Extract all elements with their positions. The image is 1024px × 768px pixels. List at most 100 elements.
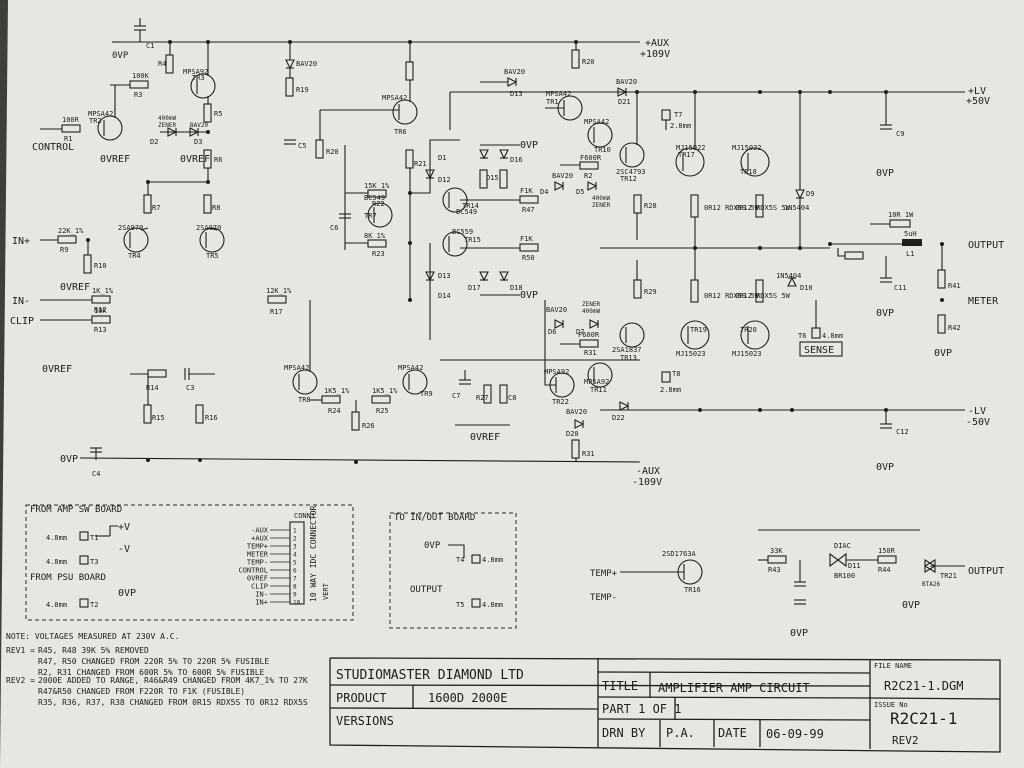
d19-type: BAV20 (504, 68, 525, 76)
company-name: STUDIOMASTER DIAMOND LTD (336, 668, 524, 683)
tr18-label: TR18 (740, 168, 757, 176)
conn-title: CONN1 (294, 512, 315, 520)
rail-pos-aux-voltage: +109V (640, 49, 670, 60)
r20-label: R20 (326, 148, 339, 156)
conn-pin-number: 4 (293, 552, 297, 559)
r3-label: R3 (134, 91, 142, 99)
d11-label: D11 (848, 562, 861, 570)
zero-vref-b: 0VREF (180, 154, 210, 165)
tr7-type: BC549 (364, 194, 385, 202)
tr22-label: TR22 (552, 398, 569, 406)
conn-pin-number: 3 (293, 544, 297, 551)
file-name-value: R2C21-1.DGM (884, 679, 963, 693)
voltage-note: NOTE: VOLTAGES MEASURED AT 230V A.C. (6, 632, 179, 641)
tr2-label: TR2 (89, 117, 102, 125)
date-value: 06-09-99 (766, 727, 824, 741)
conn-pin-label: METER (247, 551, 269, 559)
zero-vp-crowbar2: 0VP (790, 628, 808, 639)
r16-label: R16 (205, 414, 218, 422)
tr13-label: TR13 (620, 354, 637, 362)
d6-type: BAV20 (546, 306, 567, 314)
d5-power: 400mW (592, 195, 610, 202)
output-port: OUTPUT (968, 240, 1004, 251)
d21-type: BAV20 (616, 78, 637, 86)
rail-neg-aux-voltage: -109V (632, 477, 662, 488)
r34-label: R31 (582, 450, 595, 458)
c6-label: C6 (330, 224, 338, 232)
d20-type: BAV20 (566, 408, 587, 416)
rev1-line3: R2, R31 CHANGED FROM 600R 5% TO 600R 5% … (38, 668, 265, 677)
conn-pin-label: TEMP+ (247, 543, 268, 551)
r47-value: F1K (520, 187, 533, 195)
d22-label: D22 (612, 414, 625, 422)
conn-pin-number: 2 (293, 536, 297, 543)
tr11-type: MPSA92 (584, 378, 609, 386)
tr2-type: MPSA42 (88, 110, 113, 118)
r17-label: R17 (270, 308, 283, 316)
tr4-label: TR4 (128, 252, 141, 260)
tr1-label: TR1 (546, 98, 559, 106)
d9-label: D9 (806, 190, 814, 198)
t7-value: 2.8mm (670, 122, 691, 130)
rev1-line2: R47, R50 CHANGED FROM 220R 5% TO 220R 5%… (38, 657, 269, 666)
amp-sw-panel: FROM AMP SW BOARD FROM PSU BOARD 4.8mm T… (25, 504, 354, 621)
zero-vp-mid: 0VP (520, 140, 538, 151)
t8-value: 2.8mm (660, 386, 681, 394)
conn-pin-label: IN+ (255, 599, 268, 607)
d12-label: D12 (438, 176, 451, 184)
r44-label: R44 (878, 566, 891, 574)
tr15-label: TR15 (464, 236, 481, 244)
d4-type: BAV20 (552, 172, 573, 180)
title-block: STUDIOMASTER DIAMOND LTD PRODUCT 1600D 2… (329, 657, 1001, 753)
tr8-type: MPSA42 (284, 364, 309, 372)
t6-value: 4.8mm (822, 332, 843, 340)
c9-label: C9 (896, 130, 904, 138)
r10-label: R10 (94, 262, 107, 270)
d7-label: D7 (576, 328, 584, 336)
d14-label: D14 (438, 292, 451, 300)
t8-label: T8 (672, 370, 680, 378)
c3-label: C3 (186, 384, 194, 392)
r7-label: R7 (152, 204, 160, 212)
tr10-type: MPSA42 (584, 118, 609, 126)
rev-value: REV2 (892, 734, 919, 747)
zero-vp-meter: 0VP (934, 348, 952, 359)
r12-value: 1K_1% (92, 287, 114, 295)
control-port: CONTROL (32, 142, 74, 153)
temp-sensor: 2SD1763A TR16 TEMP+ TEMP- (590, 550, 703, 603)
r19-label: R19 (296, 86, 309, 94)
rail-neg-lv-label: -LV (968, 406, 986, 417)
tr12-label: TR12 (620, 175, 637, 183)
issue-label: ISSUE No (874, 701, 908, 709)
tr9-type: MPSA42 (398, 364, 423, 372)
tr21-label: TR21 (940, 572, 957, 580)
date-label: DATE (718, 726, 747, 740)
d13-top-label: D13 (510, 90, 523, 98)
tr6-type: MPSA42 (382, 94, 407, 102)
t3-label: T3 (90, 558, 98, 566)
rail-neg-lv-voltage: -50V (966, 417, 990, 428)
r42-label: R42 (948, 324, 961, 332)
t4-tab: 4.8mm (482, 556, 503, 564)
conn-pin-label: CONTROL (238, 567, 268, 575)
zero-vp-out: 0VP (876, 308, 894, 319)
d15-label: D15 (486, 174, 499, 182)
zener-label: ZENER (158, 122, 176, 129)
tr20-label: TR20 (740, 326, 757, 334)
sense-port: SENSE (804, 345, 834, 356)
d17-label: D17 (468, 284, 481, 292)
psu-0vp-label: 0VP (118, 588, 136, 599)
meter-port: METER (968, 296, 999, 307)
tr14-label: TR14 (462, 202, 479, 210)
tr16-label: TR16 (684, 586, 701, 594)
r28-label: R28 (644, 202, 657, 210)
rev1-line1: R45, R48 39K 5% REMOVED (38, 646, 149, 655)
tr5-label: TR5 (206, 252, 219, 260)
tr19-label: TR19 (690, 326, 707, 334)
v-minus-label: -V (118, 544, 130, 555)
t2-tab: 4.8mm (46, 601, 67, 609)
rail-pos-lv-voltage: +50V (966, 96, 990, 107)
conn-pin-number: 10 (293, 600, 301, 607)
r43-value: 33K (770, 547, 783, 555)
